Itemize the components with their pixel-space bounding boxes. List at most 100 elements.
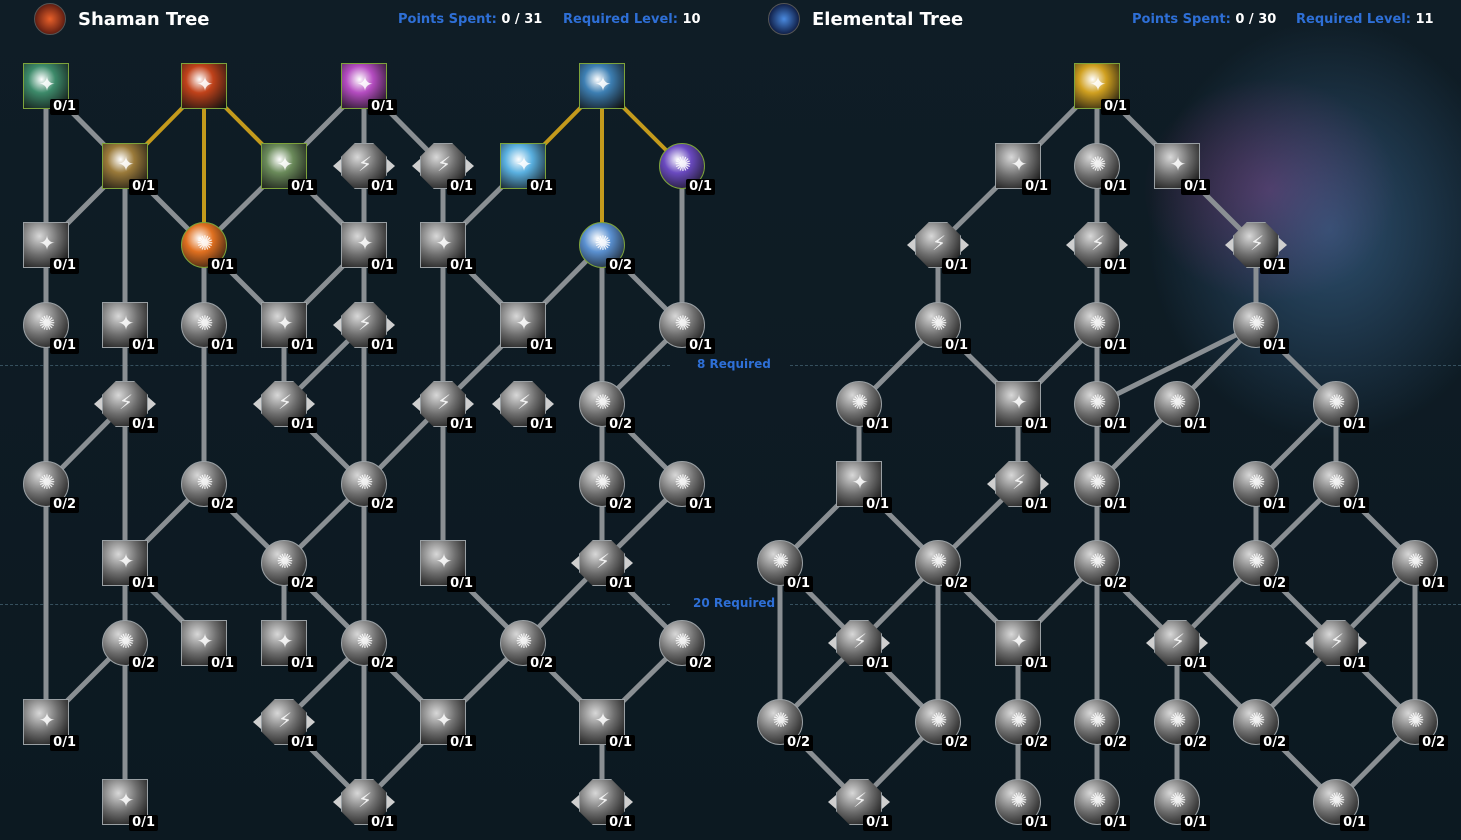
talent-node-s49[interactable]: ⚡0/1 (571, 779, 635, 831)
talent-node-s27[interactable]: ✺0/2 (579, 381, 635, 433)
talent-node-s29[interactable]: ✺0/2 (181, 461, 237, 513)
talent-node-e17[interactable]: ⚡0/1 (987, 461, 1051, 513)
talent-node-e33[interactable]: ✺0/2 (1074, 699, 1130, 751)
talent-node-s19[interactable]: ✦0/1 (261, 302, 317, 354)
talent-node-s26[interactable]: ⚡0/1 (492, 381, 556, 433)
talent-node-s21[interactable]: ✦0/1 (500, 302, 556, 354)
talent-node-s43[interactable]: ✦0/1 (23, 699, 79, 751)
talent-node-e32[interactable]: ✺0/2 (995, 699, 1051, 751)
talent-node-e9[interactable]: ✺0/1 (1074, 302, 1130, 354)
talent-rank: 0/1 (129, 576, 158, 592)
talent-node-s17[interactable]: ✦0/1 (102, 302, 158, 354)
talent-node-s35[interactable]: ✦0/1 (420, 540, 476, 592)
talent-node-e12[interactable]: ✦0/1 (995, 381, 1051, 433)
talent-node-e15[interactable]: ✺0/1 (1313, 381, 1369, 433)
talent-node-s22[interactable]: ✺0/1 (659, 302, 715, 354)
talent-node-s41[interactable]: ✺0/2 (500, 620, 556, 672)
talent-node-s3[interactable]: ✦0/1 (341, 63, 397, 115)
talent-node-e7[interactable]: ⚡0/1 (1225, 222, 1289, 274)
talent-node-s25[interactable]: ⚡0/1 (412, 381, 476, 433)
talent-node-s10[interactable]: ✺0/1 (659, 143, 715, 195)
talent-node-s7[interactable]: ⚡0/1 (333, 143, 397, 195)
talent-node-e25[interactable]: ✺0/1 (1392, 540, 1448, 592)
talent-node-e6[interactable]: ⚡0/1 (1066, 222, 1130, 274)
talent-glyph: ✺ (1089, 470, 1107, 494)
talent-node-s15[interactable]: ✺0/2 (579, 222, 635, 274)
talent-node-s42[interactable]: ✺0/2 (659, 620, 715, 672)
talent-node-s44[interactable]: ⚡0/1 (253, 699, 317, 751)
talent-node-e2[interactable]: ✦0/1 (995, 143, 1051, 195)
talent-node-e13[interactable]: ✺0/1 (1074, 381, 1130, 433)
talent-rank: 0/1 (50, 338, 79, 354)
talent-node-s20[interactable]: ⚡0/1 (333, 302, 397, 354)
talent-node-e39[interactable]: ✺0/1 (1074, 779, 1130, 831)
talent-node-s32[interactable]: ✺0/1 (659, 461, 715, 513)
talent-glyph: ✺ (851, 390, 869, 414)
talent-node-e11[interactable]: ✺0/1 (836, 381, 892, 433)
talent-node-e20[interactable]: ✺0/1 (1313, 461, 1369, 513)
talent-node-e14[interactable]: ✺0/1 (1154, 381, 1210, 433)
talent-node-s28[interactable]: ✺0/2 (23, 461, 79, 513)
talent-rank: 0/1 (1022, 417, 1051, 433)
talent-node-e29[interactable]: ⚡0/1 (1305, 620, 1369, 672)
talent-glyph: ✺ (1089, 311, 1107, 335)
talent-node-s8[interactable]: ⚡0/1 (412, 143, 476, 195)
talent-node-e22[interactable]: ✺0/2 (915, 540, 971, 592)
talent-node-e1[interactable]: ✦0/1 (1074, 63, 1130, 115)
talent-node-e4[interactable]: ✦0/1 (1154, 143, 1210, 195)
talent-node-e19[interactable]: ✺0/1 (1233, 461, 1289, 513)
talent-node-s12[interactable]: ✺0/1 (181, 222, 237, 274)
talent-node-s14[interactable]: ✦0/1 (420, 222, 476, 274)
talent-node-e35[interactable]: ✺0/2 (1233, 699, 1289, 751)
talent-node-e30[interactable]: ✺0/2 (757, 699, 813, 751)
talent-node-s31[interactable]: ✺0/2 (579, 461, 635, 513)
talent-node-s45[interactable]: ✦0/1 (420, 699, 476, 751)
talent-rank: 0/1 (1101, 179, 1130, 195)
talent-node-s4[interactable]: ✦ (579, 63, 625, 109)
talent-node-s47[interactable]: ✦0/1 (102, 779, 158, 831)
talent-node-s2[interactable]: ✦ (181, 63, 227, 109)
talent-node-s38[interactable]: ✦0/1 (181, 620, 237, 672)
talent-node-s23[interactable]: ⚡0/1 (94, 381, 158, 433)
talent-node-e10[interactable]: ✺0/1 (1233, 302, 1289, 354)
talent-node-s6[interactable]: ✦0/1 (261, 143, 317, 195)
talent-node-s40[interactable]: ✺0/2 (341, 620, 397, 672)
talent-node-s1[interactable]: ✦0/1 (23, 63, 79, 115)
talent-node-e23[interactable]: ✺0/2 (1074, 540, 1130, 592)
talent-node-s39[interactable]: ✦0/1 (261, 620, 317, 672)
talent-glyph: ✺ (772, 549, 790, 573)
talent-node-e41[interactable]: ✺0/1 (1313, 779, 1369, 831)
talent-node-s11[interactable]: ✦0/1 (23, 222, 79, 274)
talent-node-s16[interactable]: ✺0/1 (23, 302, 79, 354)
talent-node-s33[interactable]: ✦0/1 (102, 540, 158, 592)
talent-node-e3[interactable]: ✺0/1 (1074, 143, 1130, 195)
talent-node-e8[interactable]: ✺0/1 (915, 302, 971, 354)
talent-node-e26[interactable]: ⚡0/1 (828, 620, 892, 672)
talent-node-e24[interactable]: ✺0/2 (1233, 540, 1289, 592)
talent-node-e34[interactable]: ✺0/2 (1154, 699, 1210, 751)
talent-node-e40[interactable]: ✺0/1 (1154, 779, 1210, 831)
talent-node-s48[interactable]: ⚡0/1 (333, 779, 397, 831)
talent-node-e16[interactable]: ✦0/1 (836, 461, 892, 513)
talent-node-s36[interactable]: ⚡0/1 (571, 540, 635, 592)
talent-node-e37[interactable]: ⚡0/1 (828, 779, 892, 831)
talent-node-e38[interactable]: ✺0/1 (995, 779, 1051, 831)
talent-node-s46[interactable]: ✦0/1 (579, 699, 635, 751)
talent-node-s24[interactable]: ⚡0/1 (253, 381, 317, 433)
talent-node-s5[interactable]: ✦0/1 (102, 143, 158, 195)
talent-rank: 0/1 (129, 815, 158, 831)
talent-node-e31[interactable]: ✺0/2 (915, 699, 971, 751)
talent-node-s34[interactable]: ✺0/2 (261, 540, 317, 592)
talent-node-e28[interactable]: ⚡0/1 (1146, 620, 1210, 672)
talent-node-e36[interactable]: ✺0/2 (1392, 699, 1448, 751)
talent-node-e18[interactable]: ✺0/1 (1074, 461, 1130, 513)
talent-node-e5[interactable]: ⚡0/1 (907, 222, 971, 274)
talent-node-s30[interactable]: ✺0/2 (341, 461, 397, 513)
talent-node-e27[interactable]: ✦0/1 (995, 620, 1051, 672)
talent-node-s13[interactable]: ✦0/1 (341, 222, 397, 274)
talent-node-s9[interactable]: ✦0/1 (500, 143, 556, 195)
talent-node-s18[interactable]: ✺0/1 (181, 302, 237, 354)
talent-node-s37[interactable]: ✺0/2 (102, 620, 158, 672)
talent-rank: 0/1 (1260, 338, 1289, 354)
talent-node-e21[interactable]: ✺0/1 (757, 540, 813, 592)
